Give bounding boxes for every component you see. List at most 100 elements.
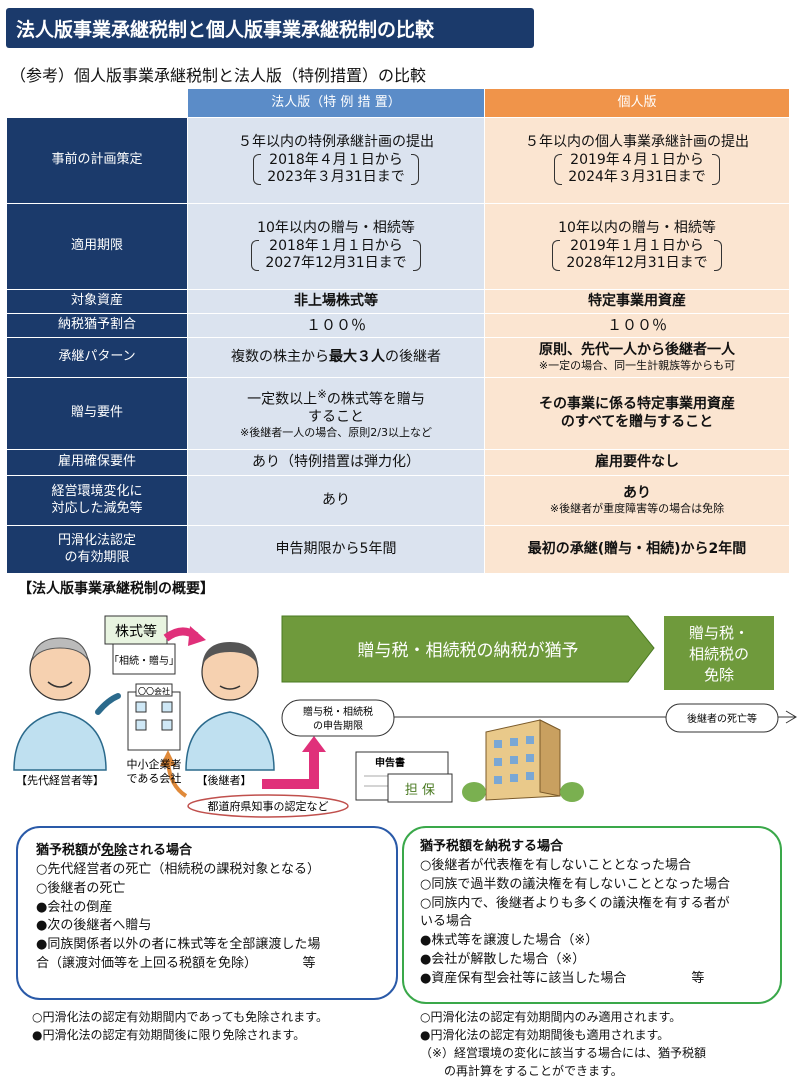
- cell-text: 2027年12月31日まで: [265, 255, 407, 272]
- cell-text: 10年以内の贈与・相続等: [257, 220, 415, 237]
- row-label: 経営環境変化に対応した減免等: [6, 475, 188, 526]
- svg-text:〇〇会社: 〇〇会社: [138, 686, 170, 696]
- row-label-line: 円滑化法認定: [57, 533, 136, 549]
- row-label: 事前の計画策定: [6, 117, 188, 204]
- svg-text:免除: 免除: [704, 666, 734, 684]
- table-row: 承継パターン 複数の株主から最大３人の後継者 原則、先代一人から後継者一人 ※一…: [6, 337, 790, 378]
- prefecture-label: 都道府県知事の認定など: [208, 799, 329, 813]
- cell-note: ※後継者一人の場合、原則2/3以上など: [240, 426, 432, 440]
- notes-left: ○円滑化法の認定有効期間内であっても免除されます。 ●円滑化法の認定有効期間後に…: [32, 1008, 328, 1044]
- list-item: ○同族内で、後継者よりも多くの議決権を有する者が: [420, 895, 730, 911]
- row-label: 雇用確保要件: [6, 449, 188, 476]
- svg-text:後継者の死亡等: 後継者の死亡等: [687, 712, 757, 725]
- exempt-box: 猶予税額が免除される場合 ○先代経営者の死亡（相続税の課税対象となる） ○後継者…: [16, 826, 398, 1000]
- cell-text: 2018年４月１日から: [269, 151, 403, 168]
- cell-text: 10年以内の贈与・相続等: [558, 220, 716, 237]
- successor-label: 【後継者】: [197, 773, 252, 787]
- table-row: 対象資産 非上場株式等 特定事業用資産: [6, 289, 790, 314]
- cell-text: 2028年12月31日まで: [566, 255, 708, 272]
- row-label: 円滑化法認定の有効期限: [6, 525, 188, 574]
- note-line: （※）経営環境の変化に該当する場合には、猶予税額: [420, 1046, 707, 1060]
- note-line: ●円滑化法の認定有効期間後も適用されます。: [420, 1028, 670, 1042]
- row-label: 適用期限: [6, 203, 188, 290]
- note-line: ○円滑化法の認定有効期間内であっても免除されます。: [32, 1010, 328, 1024]
- header-empty: [6, 88, 188, 118]
- cell-text: あり: [623, 484, 651, 501]
- row-label: 納税猶予割合: [6, 313, 188, 338]
- reference-title: （参考）個人版事業承継税制と法人版（特例措置）の比較: [10, 66, 427, 85]
- cell-note: ※後継者が重度障害等の場合は免除: [549, 502, 725, 516]
- cell-text: ５年以内の個人事業承継計画の提出: [525, 134, 749, 151]
- list-item: ●次の後継者へ贈与: [36, 918, 152, 934]
- company-label: である会社: [127, 771, 182, 785]
- cell-text: のすべてを贈与すること: [560, 413, 714, 430]
- cell-text: 一定数以上: [247, 391, 318, 408]
- cell-corporate: 非上場株式等: [187, 289, 485, 314]
- cell-corporate: あり: [187, 475, 485, 526]
- notes-right: ○円滑化法の認定有効期間内のみ適用されます。 ●円滑化法の認定有効期間後も適用さ…: [420, 1008, 706, 1080]
- header-corporate: 法人版（特 例 措 置）: [187, 88, 485, 118]
- note-line: の再計算をすることができます。: [420, 1064, 623, 1078]
- comparison-table: 法人版（特 例 措 置） 個人版 事前の計画策定 ５年以内の特例承継計画の提出 …: [6, 88, 790, 574]
- table-row: 経営環境変化に対応した減免等 あり あり ※後継者が重度障害等の場合は免除: [6, 475, 790, 526]
- cell-individual: あり ※後継者が重度障害等の場合は免除: [484, 475, 790, 526]
- list-item: ●同族関係者以外の者に株式等を全部譲渡した場: [36, 937, 321, 953]
- overview-title: 【法人版事業承継税制の概要】: [18, 581, 214, 597]
- svg-text:贈与税・相続税: 贈与税・相続税: [303, 705, 373, 718]
- exempt-box-title: 猶予税額が免除される場合: [36, 843, 193, 858]
- list-item: ●株式等を譲渡した場合（※）: [420, 933, 599, 949]
- list-item: ○後継者の死亡: [36, 880, 126, 896]
- cell-text: 2023年３月31日まで: [267, 169, 405, 186]
- predecessor-person-icon: [13, 637, 121, 771]
- table-row: 雇用確保要件 あり（特例措置は弾力化） 雇用要件なし: [6, 449, 790, 476]
- cell-note: ※一定の場合、同一生計親族等からも可: [538, 359, 736, 373]
- predecessor-label: 【先代経営者等】: [16, 773, 104, 787]
- apartment-building-icon: [462, 719, 584, 802]
- timeline-arrow-head: [785, 710, 797, 724]
- table-row: 円滑化法認定の有効期限 申告期限から5年間 最初の承継(贈与・相続)から2年間: [6, 525, 790, 574]
- table-header-row: 法人版（特 例 措 置） 個人版: [6, 88, 790, 118]
- cell-corporate: 申告期限から5年間: [187, 525, 485, 574]
- page-title: 法人版事業承継税制と個人版事業承継税制の比較: [6, 8, 534, 48]
- cell-text: 複数の株主から: [231, 348, 329, 365]
- deferral-text: 贈与税・相続税の納税が猶予: [358, 641, 579, 661]
- list-item: 合（譲渡対価等を上回る税額を免除） 等: [36, 956, 316, 972]
- svg-text:相続税の: 相続税の: [689, 645, 749, 663]
- row-label-line: 経営環境変化に: [51, 484, 143, 500]
- exemption-box: [664, 616, 774, 690]
- cell-corporate: １００％: [187, 313, 485, 338]
- row-label: 対象資産: [6, 289, 188, 314]
- list-item: ●会社の倒産: [36, 899, 113, 915]
- collateral-box: [387, 773, 453, 803]
- prefecture-ellipse: [187, 794, 349, 818]
- cell-text: 原則、先代一人から後継者一人: [539, 341, 735, 358]
- row-label-line: の有効期限: [64, 549, 130, 565]
- header-individual: 個人版: [484, 88, 790, 118]
- cell-text: 2024年３月31日まで: [568, 169, 706, 186]
- cell-individual: 最初の承継(贈与・相続)から2年間: [484, 525, 790, 574]
- cell-corporate: 複数の株主から最大３人の後継者: [187, 337, 485, 378]
- list-item: ○後継者が代表権を有しないこととなった場合: [420, 857, 691, 873]
- svg-text:申告書: 申告書: [375, 756, 405, 769]
- cell-individual: 特定事業用資産: [484, 289, 790, 314]
- svg-text:の申告期限: の申告期限: [313, 719, 363, 732]
- svg-text:担 保: 担 保: [405, 783, 435, 798]
- table-row: 納税猶予割合 １００％ １００％: [6, 313, 790, 338]
- cell-individual: 雇用要件なし: [484, 449, 790, 476]
- row-label: 承継パターン: [6, 337, 188, 378]
- list-item: ●資産保有型会社等に該当した場合 等: [420, 970, 705, 986]
- table-row: 贈与要件 一定数以上※の株式等を贈与 すること ※後継者一人の場合、原則2/3以…: [6, 377, 790, 450]
- list-item: ●会社が解散した場合（※）: [420, 952, 586, 968]
- svg-text:「相続・贈与」: 「相続・贈与」: [109, 654, 179, 667]
- cell-corporate: 一定数以上※の株式等を贈与 すること ※後継者一人の場合、原則2/3以上など: [187, 377, 485, 450]
- successor-person-icon: [185, 642, 275, 771]
- cell-individual: １００％: [484, 313, 790, 338]
- note-line: ●円滑化法の認定有効期間後に限り免除されます。: [32, 1028, 306, 1042]
- cell-text: の後継者: [385, 348, 441, 365]
